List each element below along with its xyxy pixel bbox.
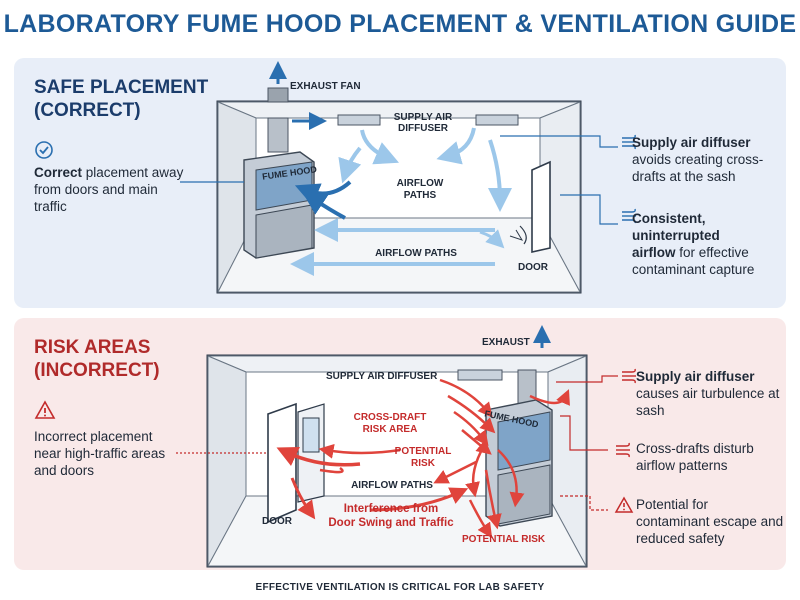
safe-note-airflow: Consistent, uninterrupted airflow for ef… [632, 210, 782, 278]
airflow-paths-1-line2: PATHS [403, 190, 437, 201]
safe-heading-line2: (CORRECT) [34, 100, 141, 121]
airflow-paths-label-1: AIRFLOW PATHS [385, 178, 455, 202]
check-circle-icon [35, 141, 53, 159]
potential-risk-line1: POTENTIAL [394, 446, 452, 457]
supply-diffuser-2 [475, 114, 519, 126]
cross-draft-line2: RISK AREA [362, 424, 418, 435]
warning-icon [34, 400, 56, 419]
interference-line2: Door Swing and Traffic [328, 517, 454, 529]
supply-diffuser-1 [337, 114, 381, 126]
potential-risk-line2: RISK [411, 458, 435, 469]
footer-note: EFFECTIVE VENTILATION IS CRITICAL FOR LA… [255, 582, 545, 593]
cross-draft-line1: CROSS-DRAFT [353, 412, 427, 423]
safe-note1-bold: Supply air diffuser [632, 135, 751, 150]
risk-placement-description: Incorrect placement near high-traffic ar… [34, 429, 166, 478]
risk-door [267, 402, 297, 524]
page-title: LABORATORY FUME HOOD PLACEMENT & VENTILA… [3, 10, 797, 38]
risk-heading-line1: RISK AREAS [34, 337, 151, 358]
risk-room-diagram [176, 325, 618, 568]
safe-placement-description: Correct placement away from doors and ma… [34, 164, 184, 215]
interference-line1: Interference from [343, 503, 439, 515]
warning-icon [614, 496, 634, 513]
safe-room-diagram [180, 61, 618, 294]
potential-risk-label: POTENTIAL RISK [388, 446, 458, 470]
risk-note1-text: causes air turbulence at sash [636, 386, 780, 418]
safe-description-text: placement away from doors and main traff… [34, 165, 184, 214]
wind-icon [622, 368, 636, 384]
risk-note1-bold: Supply air diffuser [636, 369, 755, 384]
exhaust-fan-label: EXHAUST FAN [290, 81, 361, 92]
safe-door [531, 160, 551, 253]
potential-risk-bottom-label: POTENTIAL RISK [462, 534, 546, 545]
interference-label: Interference from Door Swing and Traffic [316, 502, 466, 530]
supply-diffuser-line2: DIFFUSER [398, 123, 448, 134]
safe-note2-bold3: airflow [632, 245, 676, 260]
risk-door-label: DOOR [262, 516, 292, 527]
safe-heading-line1: SAFE PLACEMENT [34, 77, 209, 98]
risk-note-crossdrafts: Cross-drafts disturb airflow patterns [636, 441, 754, 473]
airflow-paths-label-2: AIRFLOW PATHS [375, 248, 457, 259]
risk-note-escape: Potential for contaminant escape and red… [636, 497, 784, 546]
risk-heading-line2: (INCORRECT) [34, 360, 160, 381]
safe-description-bold: Correct [34, 165, 83, 180]
airflow-paths-1-line1: AIRFLOW [396, 178, 444, 189]
risk-areas-heading: RISK AREAS (INCORRECT) [34, 336, 160, 382]
safe-note1-text: avoids creating cross-drafts at the sash [632, 152, 764, 184]
supply-diffuser-line1: SUPPLY AIR [393, 112, 453, 123]
safe-note2-bold1: Consistent, [632, 211, 706, 226]
cross-draft-label: CROSS-DRAFT RISK AREA [350, 412, 430, 436]
safe-note-diffuser: Supply air diffuser avoids creating cros… [632, 134, 782, 185]
safe-note2-bold2: uninterrupted [632, 228, 720, 243]
safe-note2-text: for effective contaminant capture [632, 245, 755, 277]
supply-diffuser-label: SUPPLY AIR DIFFUSER [378, 112, 468, 134]
safe-placement-heading: SAFE PLACEMENT (CORRECT) [34, 76, 208, 122]
risk-airflow-paths-label: AIRFLOW PATHS [351, 480, 433, 491]
risk-supply-diffuser-label: SUPPLY AIR DIFFUSER [326, 371, 438, 382]
wind-icon [622, 208, 636, 224]
wind-icon [622, 134, 636, 150]
risk-note-diffuser: Supply air diffuser causes air turbulenc… [636, 368, 784, 419]
safe-door-label: DOOR [518, 262, 548, 273]
risk-supply-diffuser [457, 369, 503, 381]
wind-icon [616, 442, 630, 458]
exhaust-label: EXHAUST [482, 337, 530, 348]
